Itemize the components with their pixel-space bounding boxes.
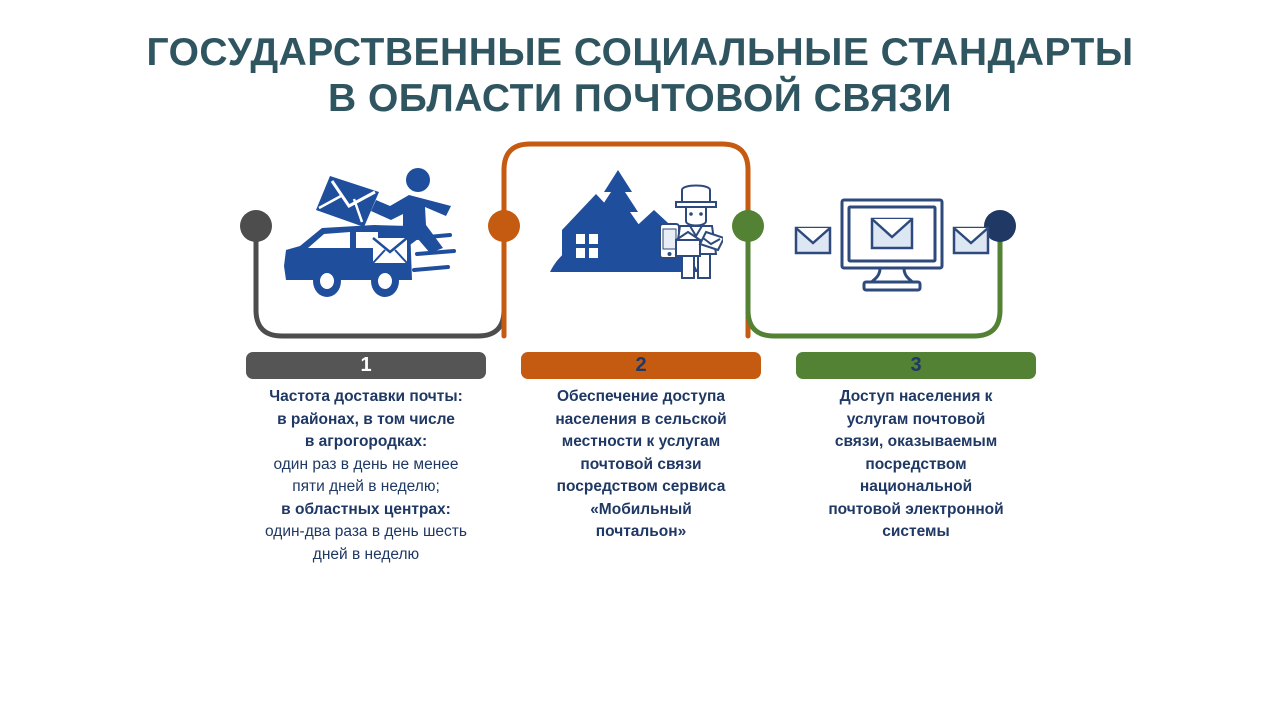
step-number-3: 3 [910, 354, 922, 376]
step-3-line-7: системы [882, 523, 950, 540]
step-1-line-3: в агрогородках: [304, 433, 428, 450]
step-number-badge-3[interactable]: 3 [796, 352, 1036, 379]
step-3-line-1: Доступ населения к [839, 388, 993, 405]
step-1-line-5: пяти дней в неделю; [292, 478, 440, 495]
node-dot-step-2 [488, 210, 520, 242]
step-2-line-2: населения в сельской [555, 410, 727, 428]
step-1-line-1: Частота доставки почты: [269, 388, 463, 405]
step-1-line-4: один раз в день не менее [273, 455, 459, 473]
steps-container: 1 Частота доставки почты: в районах, в т… [246, 352, 1036, 566]
step-3-line-2: услугам почтовой [846, 410, 986, 428]
step-2-line-1: Обеспечение доступа [556, 388, 725, 405]
step-3-line-3: связи, оказываемым [834, 433, 998, 450]
step-description-2: Обеспечение доступа населения в сельской… [522, 386, 760, 544]
step-number-1: 1 [360, 354, 372, 376]
step-number-badge-1[interactable]: 1 [246, 352, 486, 379]
page-title-line-1: ГОСУДАРСТВЕННЫЕ СОЦИАЛЬНЫЕ СТАНДАРТЫ [146, 31, 1134, 74]
envelope-left-shape [794, 226, 832, 255]
step-column-2: 2 Обеспечение доступа населения в сельск… [521, 352, 761, 566]
step-column-3: 3 Доступ населения к услугам почтовой св… [796, 352, 1036, 566]
envelope-screen-shape [870, 217, 914, 250]
envelope-right-shape [952, 226, 990, 255]
step-1-line-8: дней в неделю [312, 545, 420, 563]
village-houses-shape [550, 170, 698, 272]
step-1-line-2: в районах, в том числе [277, 410, 455, 428]
page-title: ГОСУДАРСТВЕННЫЕ СОЦИАЛЬНЫЕ СТАНДАРТЫ В О… [0, 30, 1280, 122]
step-column-1: 1 Частота доставки почты: в районах, в т… [246, 352, 486, 566]
village-postman-icon [548, 168, 726, 288]
step-number-badge-2[interactable]: 2 [521, 352, 761, 379]
step-2-line-7: почтальон» [595, 523, 687, 540]
step-number-2: 2 [635, 354, 647, 376]
step-3-line-5: национальной [859, 478, 973, 495]
postman-figure-shape [674, 184, 726, 279]
node-dot-step-3 [732, 210, 764, 242]
monitor-email-icon [792, 192, 992, 297]
courier-van-icon [278, 162, 478, 317]
page-title-line-2: В ОБЛАСТИ ПОЧТОВОЙ СВЯЗИ [327, 77, 953, 120]
step-description-1: Частота доставки почты: в районах, в том… [247, 386, 485, 566]
step-1-line-7: один-два раза в день шесть [265, 523, 467, 540]
step-1-line-6: в областных центрах: [281, 500, 451, 518]
step-2-line-3: местности к услугам [561, 433, 721, 450]
step-3-line-6: почтовой электронной [828, 500, 1004, 518]
step-description-3: Доступ населения к услугам почтовой связ… [797, 386, 1035, 544]
step-3-line-4: посредством [865, 455, 967, 473]
step-2-line-6: «Мобильный [590, 500, 692, 518]
step-2-line-4: почтовой связи [580, 455, 702, 473]
node-dot-start [240, 210, 272, 242]
step-2-line-5: посредством сервиса [556, 478, 726, 495]
smartphone-shape [659, 223, 680, 259]
